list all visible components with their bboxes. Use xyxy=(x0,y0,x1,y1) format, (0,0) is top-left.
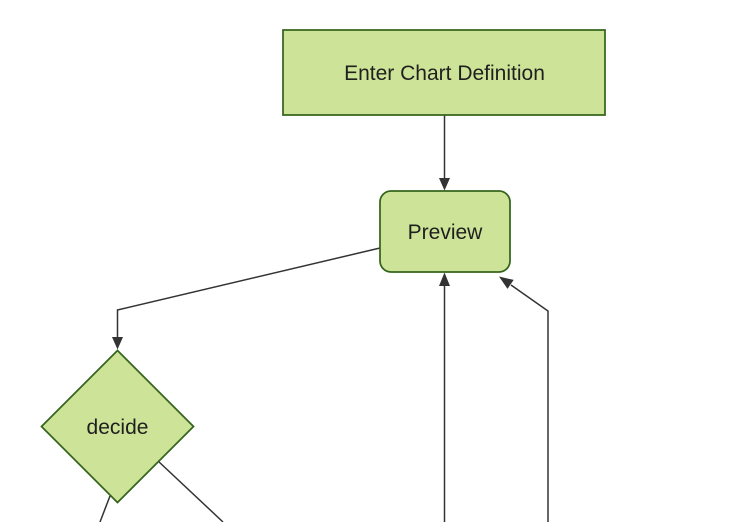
arrowhead-enter-to-preview xyxy=(439,178,450,191)
edge-decide-to-bottom-right xyxy=(157,460,224,522)
node-shape-decide xyxy=(40,349,195,504)
edge-layer xyxy=(99,115,549,522)
node-enter-chart-definition: Enter Chart Definition xyxy=(282,29,606,116)
node-label-enter-chart-definition: Enter Chart Definition xyxy=(344,62,545,85)
node-preview: Preview xyxy=(379,190,511,273)
arrowhead-preview-to-decide xyxy=(112,337,123,350)
node-shape-preview xyxy=(379,190,511,273)
arrowhead-bottom-to-preview xyxy=(439,272,450,286)
edge-bottom-right-to-preview xyxy=(510,284,549,522)
node-decide: decide xyxy=(40,349,195,504)
edge-preview-to-decide xyxy=(116,247,381,338)
edge-decide-to-bottom-left xyxy=(99,495,111,522)
node-shape-enter-chart-definition xyxy=(282,29,606,116)
node-label-decide: decide xyxy=(87,416,149,439)
arrowhead-bottom-right-to-preview xyxy=(499,276,514,289)
node-label-preview: Preview xyxy=(408,221,484,244)
